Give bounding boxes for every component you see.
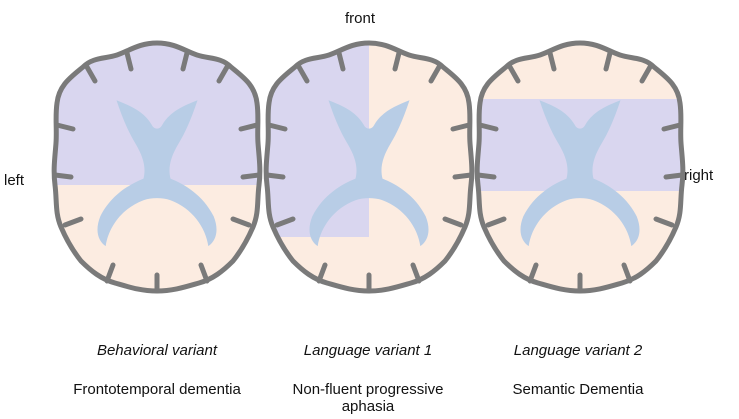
disease-label-nfpa: Non-fluent progressive aphasia	[268, 381, 468, 415]
brain-diagrams	[0, 0, 739, 330]
disease-label-semantic-dementia: Semantic Dementia	[478, 381, 678, 398]
brain-panel-language-1	[259, 35, 472, 291]
brain-panel-language-2	[470, 43, 690, 291]
variant-label-language-1: Language variant 1	[268, 342, 468, 359]
variant-label-language-2: Language variant 2	[478, 342, 678, 359]
variant-label-behavioral: Behavioral variant	[57, 342, 257, 359]
disease-label-ftd: Frontotemporal dementia	[57, 381, 257, 398]
brain-panel-behavioral	[47, 35, 267, 291]
